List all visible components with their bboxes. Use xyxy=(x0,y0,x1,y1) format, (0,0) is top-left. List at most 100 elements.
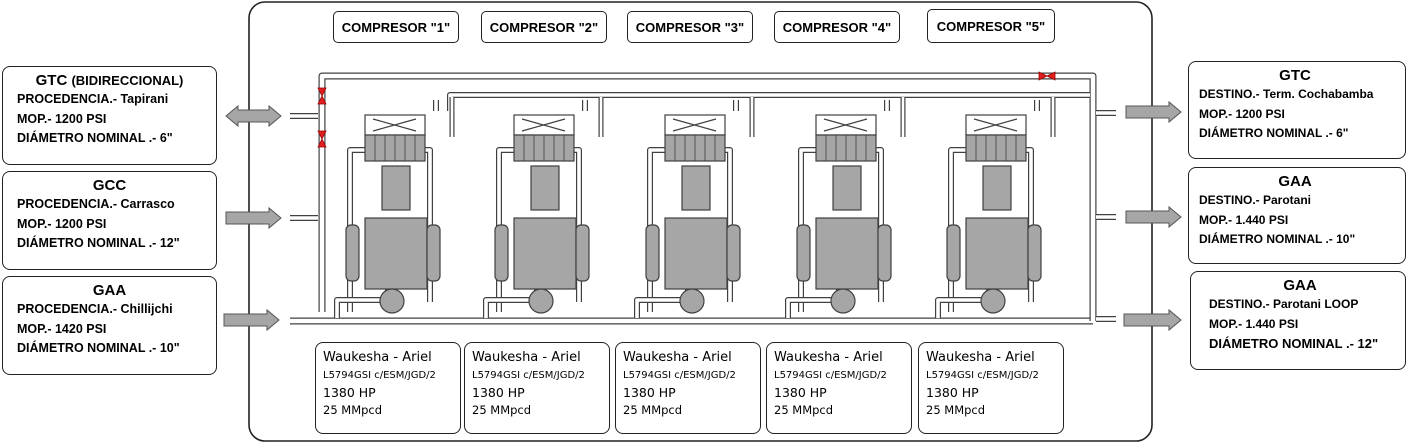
inlet-name: GCC xyxy=(92,177,127,194)
inlet-origin: PROCEDENCIA.- Carrasco xyxy=(17,197,175,211)
spec-engine: L5794GSI c/ESM/JGD/2 xyxy=(774,370,887,381)
outlet-diameter: DIÁMETRO NOMINAL .- 6" xyxy=(1199,126,1349,140)
compressor-unit-4-compressor-frame xyxy=(815,217,879,290)
spec-power: 1380 HP xyxy=(774,385,827,400)
compressor-unit-2-scrubber-right xyxy=(575,224,590,282)
compressor-unit-3-engine xyxy=(681,165,711,211)
compressor-unit-5-compressor-frame xyxy=(965,217,1029,290)
outlet-gtc-box: GTC DESTINO.- Term. Cochabamba MOP.- 120… xyxy=(1188,61,1406,159)
inlet-mop: MOP.- 1200 PSI xyxy=(17,216,107,231)
outlet-name: GAA xyxy=(1278,173,1312,190)
flow-arrows xyxy=(223,100,1182,332)
outlet-diameter: DIÁMETRO NOMINAL .- 10" xyxy=(1199,232,1356,246)
inlet-diameter: DIÁMETRO NOMINAL .- 6" xyxy=(17,131,173,145)
compressor-unit-1-engine xyxy=(381,165,411,211)
spec-capacity: 25 MMpcd xyxy=(623,403,683,417)
outlet-gaa-loop-box: GAA DESTINO.- Parotani LOOP MOP.- 1.440 … xyxy=(1190,271,1406,370)
compressor-spec-3: Waukesha - Ariel L5794GSI c/ESM/JGD/2 13… xyxy=(615,342,761,434)
inlet-diameter: DIÁMETRO NOMINAL .- 10" xyxy=(17,341,180,355)
spec-capacity: 25 MMpcd xyxy=(926,403,986,417)
compressor-unit-1-scrubber-right xyxy=(426,224,441,282)
compressor-unit-1-compressor-frame xyxy=(364,217,428,290)
gtc-bidirectional-arrow xyxy=(225,104,282,128)
outlet-name: GTC xyxy=(1279,67,1311,84)
compressor-spec-5: Waukesha - Ariel L5794GSI c/ESM/JGD/2 13… xyxy=(918,342,1064,434)
inlet-name: GTC (BIDIRECCIONAL) xyxy=(35,72,184,89)
inlet-gcc-box: GCC PROCEDENCIA.- Carrasco MOP.- 1200 PS… xyxy=(2,171,217,270)
gaa-outlet-arrow xyxy=(1125,205,1182,229)
spec-power: 1380 HP xyxy=(472,385,525,400)
outlet-gaa-box: GAA DESTINO.- Parotani MOP.- 1.440 PSI D… xyxy=(1188,167,1406,264)
gcc-inlet-arrow xyxy=(225,206,282,230)
gtc-outlet-arrow xyxy=(1125,100,1182,124)
spec-capacity: 25 MMpcd xyxy=(323,403,383,417)
compressor-unit-2-engine xyxy=(530,165,560,211)
compressor-unit-5-scrubber-right xyxy=(1027,224,1042,282)
inlet-diameter: DIÁMETRO NOMINAL .- 12" xyxy=(17,236,180,250)
valves xyxy=(317,71,1056,148)
compressor-unit-2-fan-blades xyxy=(521,118,566,132)
spec-power: 1380 HP xyxy=(623,385,676,400)
spec-engine: L5794GSI c/ESM/JGD/2 xyxy=(323,370,436,381)
discharge-loop-core xyxy=(319,73,1096,321)
compressor-unit-3-compressor-frame xyxy=(664,217,728,290)
compressor-unit-2-compressor-frame xyxy=(513,217,577,290)
spec-engine: L5794GSI c/ESM/JGD/2 xyxy=(926,370,1039,381)
compressor-unit-2-pump xyxy=(528,288,554,314)
inlet-name: GAA xyxy=(92,282,127,299)
compressor-spec-1: Waukesha - Ariel L5794GSI c/ESM/JGD/2 13… xyxy=(315,342,461,434)
outlet-destination: DESTINO.- Term. Cochabamba xyxy=(1199,87,1374,101)
compressor-title-4: COMPRESOR "4" xyxy=(774,11,900,43)
outlet-diameter: DIÁMETRO NOMINAL .- 12" xyxy=(1209,336,1379,351)
inlet-mop: MOP.- 1200 PSI xyxy=(17,111,107,126)
compressor-unit-3-fan-blades xyxy=(672,118,717,132)
compressor-unit-1-fan-blades xyxy=(372,118,417,132)
recycle-header xyxy=(447,92,1090,111)
compressor-unit-1-pump xyxy=(379,288,405,314)
inlet-gtc-box: GTC (BIDIRECCIONAL) PROCEDENCIA.- Tapira… xyxy=(2,66,217,165)
discharge-valve xyxy=(1038,71,1056,81)
compressor-title-1: COMPRESOR "1" xyxy=(333,11,459,43)
spec-model: Waukesha - Ariel xyxy=(472,350,581,365)
compressor-unit-5-scrubber-left xyxy=(946,224,961,282)
spec-model: Waukesha - Ariel xyxy=(323,350,432,365)
spec-model: Waukesha - Ariel xyxy=(774,350,883,365)
compressor-unit-4-fan-blades xyxy=(823,118,868,132)
outlet-mop: MOP.- 1.440 PSI xyxy=(1199,212,1289,227)
compressor-unit-2-scrubber-left xyxy=(494,224,509,282)
inlet-valve-upper xyxy=(317,87,327,105)
compressor-unit-4-engine xyxy=(832,165,862,211)
outlet-mop: MOP.- 1.440 PSI xyxy=(1209,316,1299,331)
compressor-unit-5-fan-blades xyxy=(973,118,1018,132)
gaa-loop-outlet-arrow xyxy=(1123,308,1182,332)
compressor-units xyxy=(345,114,1042,314)
compressor-title-5: COMPRESOR "5" xyxy=(927,9,1055,43)
compressor-unit-4-scrubber-left xyxy=(796,224,811,282)
gaa-inlet-arrow xyxy=(223,308,280,332)
compressor-unit-3-pump xyxy=(679,288,705,314)
inlet-origin: PROCEDENCIA.- Tapirani xyxy=(17,92,169,106)
compressor-spec-4: Waukesha - Ariel L5794GSI c/ESM/JGD/2 13… xyxy=(766,342,912,434)
inlet-mop: MOP.- 1420 PSI xyxy=(17,321,107,336)
compressor-spec-2: Waukesha - Ariel L5794GSI c/ESM/JGD/2 13… xyxy=(464,342,610,434)
spec-power: 1380 HP xyxy=(323,385,376,400)
spec-engine: L5794GSI c/ESM/JGD/2 xyxy=(472,370,585,381)
spec-engine: L5794GSI c/ESM/JGD/2 xyxy=(623,370,736,381)
spec-capacity: 25 MMpcd xyxy=(472,403,532,417)
outlet-name: GAA xyxy=(1283,277,1317,294)
compressor-unit-3-scrubber-right xyxy=(726,224,741,282)
compressor-unit-4-scrubber-right xyxy=(877,224,892,282)
compressor-title-2: COMPRESOR "2" xyxy=(481,11,607,43)
outlet-mop: MOP.- 1200 PSI xyxy=(1199,106,1285,121)
spec-capacity: 25 MMpcd xyxy=(774,403,834,417)
outlet-destination: DESTINO.- Parotani xyxy=(1199,193,1312,207)
inlet-origin: PROCEDENCIA.- Chillijchi xyxy=(17,302,173,316)
inlet-valve-lower xyxy=(317,130,327,148)
compressor-unit-5-pump xyxy=(980,288,1006,314)
compressor-unit-1-scrubber-left xyxy=(345,224,360,282)
compressor-unit-4-pump xyxy=(830,288,856,314)
spec-power: 1380 HP xyxy=(926,385,979,400)
compressor-unit-5-engine xyxy=(982,165,1012,211)
spec-model: Waukesha - Ariel xyxy=(926,350,1035,365)
